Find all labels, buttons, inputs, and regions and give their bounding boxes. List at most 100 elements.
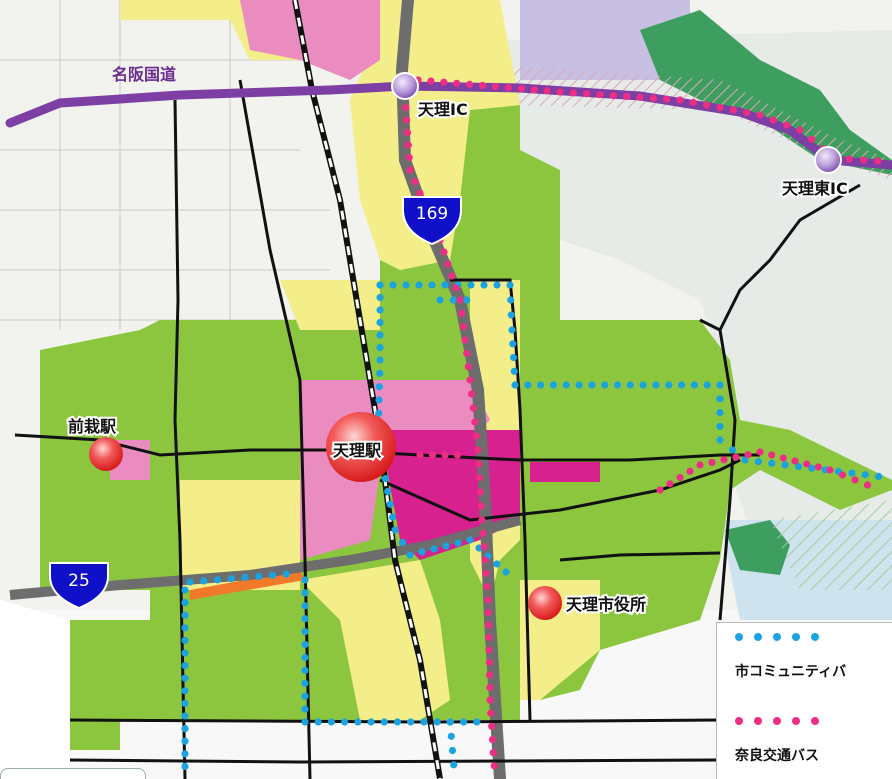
bus-stop-dot bbox=[472, 432, 480, 440]
maesai-station-label: 前栽駅 bbox=[68, 417, 117, 436]
bus-stop-dot bbox=[656, 486, 664, 494]
orange-strip bbox=[190, 570, 305, 600]
bus-stop-dot bbox=[367, 718, 375, 726]
bus-stop-dot bbox=[181, 737, 189, 745]
bus-stop-dot bbox=[509, 340, 517, 348]
bus-stop-dot bbox=[783, 121, 791, 129]
bus-stop-dot bbox=[874, 157, 882, 165]
bus-stop-dot bbox=[376, 306, 384, 314]
bus-stop-dot bbox=[449, 296, 457, 304]
bus-stop-dot bbox=[430, 545, 438, 553]
bus-stop-dot bbox=[393, 718, 402, 726]
bus-stop-dot bbox=[485, 658, 493, 667]
bus-stop-dot bbox=[875, 472, 883, 480]
bus-stop-dot bbox=[689, 98, 697, 107]
bus-stop-dot bbox=[181, 662, 189, 670]
bus-stop-dot bbox=[436, 296, 444, 304]
bus-stop-dot bbox=[376, 293, 384, 302]
bus-stop-dot bbox=[301, 679, 309, 687]
bus-stop-dot bbox=[181, 750, 189, 758]
meihan-route-label: 名阪国道 bbox=[112, 65, 176, 84]
bus-stop-dot bbox=[453, 451, 462, 459]
legend-dot bbox=[773, 717, 781, 725]
bus-stop-dot bbox=[502, 568, 510, 576]
bus-stop-dot bbox=[476, 474, 484, 482]
route-169-shield: 169 bbox=[402, 196, 462, 246]
bus-stop-dot bbox=[461, 336, 469, 344]
tenri-east-ic-marker[interactable] bbox=[814, 146, 842, 174]
bus-stop-dot bbox=[478, 516, 486, 524]
forest-zone-east bbox=[725, 520, 790, 575]
bus-stop-dot bbox=[484, 608, 492, 617]
city-hall-marker[interactable] bbox=[528, 586, 562, 620]
bus-stop-dot bbox=[556, 88, 564, 96]
tenri-station-marker[interactable] bbox=[326, 412, 396, 482]
bus-stop-dot bbox=[402, 103, 410, 112]
forest-zone-north bbox=[640, 10, 892, 175]
bus-stop-dot bbox=[375, 409, 383, 417]
bus-stop-dot bbox=[652, 381, 660, 389]
local-roads bbox=[14, 79, 861, 779]
bus-stop-dot bbox=[484, 621, 493, 629]
bus-stop-dot bbox=[301, 589, 309, 597]
bus-stop-dot bbox=[458, 309, 466, 317]
legend-dot bbox=[735, 717, 743, 725]
bus-stop-dot bbox=[626, 381, 634, 389]
bus-stop-dot bbox=[686, 467, 694, 475]
bus-stop-dot bbox=[411, 178, 419, 186]
tenri-ic-marker[interactable] bbox=[391, 72, 419, 100]
bus-stop-dot bbox=[663, 95, 671, 103]
bus-stop-dot bbox=[504, 84, 512, 92]
bus-stop-dot bbox=[466, 80, 474, 88]
bus-stop-dot bbox=[301, 640, 309, 649]
bus-stop-dot bbox=[479, 529, 487, 537]
bus-stop-dot bbox=[716, 436, 724, 444]
bus-stop-dot bbox=[481, 556, 489, 564]
bus-stop-dot bbox=[482, 569, 490, 577]
maesai-station-marker[interactable] bbox=[89, 437, 123, 471]
bus-stop-dot bbox=[341, 718, 349, 726]
bus-stop-dot bbox=[301, 666, 309, 675]
bus-stop-dot bbox=[386, 500, 394, 508]
legend-dot bbox=[754, 633, 762, 641]
bus-stop-dot bbox=[485, 646, 493, 654]
bus-stop-dot bbox=[406, 551, 414, 559]
bus-stop-dot bbox=[463, 296, 471, 304]
bus-stop-dot bbox=[517, 85, 525, 93]
bus-stop-dot bbox=[476, 488, 484, 496]
route-169-line bbox=[395, 0, 506, 779]
legend-box: 市コミュニティバ 奈良交通バス bbox=[716, 622, 892, 779]
bus-stop-dot bbox=[848, 469, 856, 477]
bus-stop-dot bbox=[493, 560, 501, 568]
bus-stop-dot bbox=[268, 571, 277, 579]
bus-stop-dot bbox=[446, 718, 454, 726]
bus-stop-dot bbox=[769, 116, 777, 124]
bus-stop-dot bbox=[380, 718, 388, 726]
bus-stop-dot bbox=[454, 539, 462, 547]
bus-stop-dot bbox=[441, 451, 449, 459]
bus-stop-dot bbox=[716, 422, 724, 430]
bus-stop-dot bbox=[241, 573, 249, 582]
yellow-zone-north bbox=[350, 0, 520, 270]
legend-dot bbox=[773, 633, 781, 641]
bus-stop-dot bbox=[450, 761, 458, 769]
bus-stop-dot bbox=[181, 649, 189, 657]
bus-stop-dot bbox=[485, 671, 494, 679]
bus-stop-dot bbox=[459, 323, 467, 331]
legend-dot bbox=[792, 633, 800, 641]
city-hall-label: 天理市役所 bbox=[566, 595, 646, 614]
bus-stop-dot bbox=[486, 696, 494, 704]
bus-stop-dot bbox=[708, 458, 716, 466]
bus-stop-dot bbox=[186, 578, 194, 586]
bus-stop-dot bbox=[463, 349, 471, 357]
bus-stop-dot bbox=[537, 381, 545, 389]
bus-stop-dot bbox=[469, 404, 477, 412]
bus-stop-dot bbox=[301, 653, 309, 662]
bus-stop-dot bbox=[488, 735, 497, 744]
bus-stop-dot bbox=[791, 457, 799, 465]
bus-stop-dot bbox=[301, 602, 309, 610]
bus-stop-dot bbox=[301, 692, 309, 700]
bus-stop-dot bbox=[375, 383, 383, 391]
bus-stop-dot bbox=[666, 480, 674, 488]
